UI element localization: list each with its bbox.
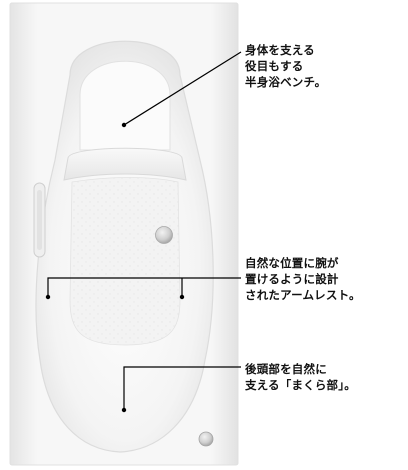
- callout-half-bath-bench: 身体を支える 役目もする 半身浴ベンチ。: [245, 42, 326, 90]
- leader-bench: [123, 51, 242, 126]
- dot-armrest-left: [45, 294, 51, 300]
- half-bath-bench: [79, 60, 171, 151]
- callout-line: 身体を支える: [245, 43, 315, 57]
- callout-armrest: 自然な位置に腕が 置けるように設計 されたアームレスト。: [245, 255, 361, 303]
- callout-line: 置けるように設計: [245, 272, 339, 286]
- leader-pillow: [123, 366, 241, 410]
- dot-bench: [121, 122, 127, 128]
- callout-line: 自然な位置に腕が: [245, 256, 339, 270]
- dot-armrest-right: [179, 294, 185, 300]
- bench-step: [63, 147, 187, 181]
- callout-line: 支える「まくら部」。: [245, 378, 356, 392]
- leader-armrest: [47, 277, 241, 297]
- leader-dots: [45, 122, 185, 413]
- callout-line: 後頭部を自然に: [245, 362, 327, 376]
- callout-pillow: 後頭部を自然に 支える「まくら部」。: [245, 361, 356, 393]
- overflow-fitting: [198, 431, 214, 447]
- tub-floor: [69, 177, 181, 346]
- callout-line: されたアームレスト。: [245, 288, 361, 302]
- callout-line: 役目もする: [245, 59, 304, 73]
- callout-line: 半身浴ベンチ。: [245, 75, 327, 89]
- dot-pillow: [121, 407, 127, 413]
- leader-lines: [47, 51, 242, 410]
- tub-drain: [155, 226, 173, 244]
